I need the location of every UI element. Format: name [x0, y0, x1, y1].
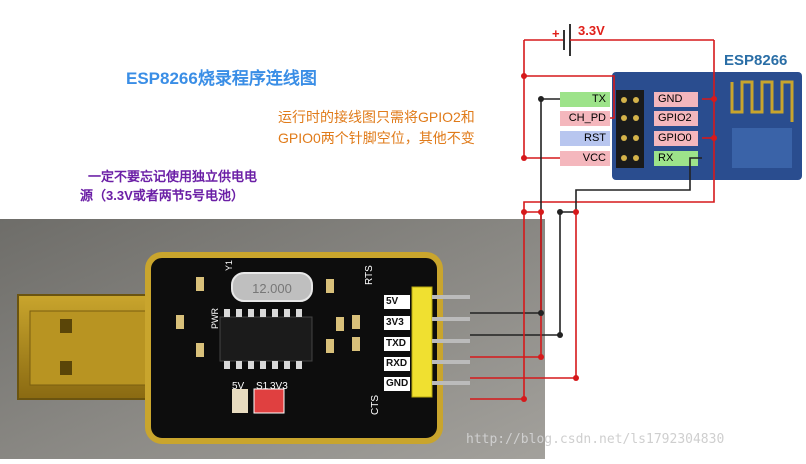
junction-dot: [573, 209, 579, 215]
esp-pin-gnd: GND: [654, 92, 698, 107]
esp8266-label: ESP8266: [724, 52, 788, 69]
junction-dot: [521, 73, 527, 79]
wire-adapter-gnd: [470, 212, 525, 400]
esp-pin-gpio0: GPIO0: [654, 131, 698, 146]
junction-dots: [521, 73, 717, 402]
power-note-line2: 源（3.3V或者两节5号电池）: [80, 188, 244, 203]
junction-dot: [538, 354, 544, 360]
usb-adapter-drawing: 12.000 5V S1 3V3 RTS CTS PWR Y1: [0, 219, 545, 459]
esp-pin-tx: TX: [560, 92, 610, 107]
junction-dot: [557, 209, 563, 215]
esp-pin-vcc: VCC: [560, 151, 610, 166]
wire-rx: [559, 157, 702, 333]
esp-pin-gpio2: GPIO2: [654, 111, 698, 126]
crystal-label: 12.000: [252, 281, 292, 296]
usb-adapter-photo: 12.000 5V S1 3V3 RTS CTS PWR Y1: [0, 219, 545, 459]
switch-label-3v3: 3V3: [270, 381, 288, 392]
junction-dot: [538, 96, 544, 102]
adapter-pin-5v: 5V: [384, 295, 410, 309]
adapter-pin-rxd: RXD: [384, 357, 410, 371]
switch-label-5v: 5V: [232, 381, 245, 392]
battery-voltage: 3.3V: [578, 23, 605, 38]
adapter-pin-txd: TXD: [384, 337, 410, 351]
power-note-line1: 一定不要忘记使用独立供电电: [88, 169, 258, 184]
silk-label-pwr: PWR: [210, 308, 220, 329]
wire-gnd-bus: [523, 99, 715, 213]
junction-dot: [521, 209, 527, 215]
adapter-pin-3v3: 3V3: [384, 316, 410, 330]
junction-dot: [521, 155, 527, 161]
wire-gnd-battery: [702, 40, 715, 100]
junction-dot: [538, 209, 544, 215]
diagram-title: ESP8266烧录程序连线图: [126, 69, 317, 88]
wire-ch-pd: [524, 75, 615, 119]
junction-dot: [538, 310, 544, 316]
esp8266-antenna: [616, 80, 794, 168]
silk-label-cts: CTS: [370, 395, 381, 415]
esp-pin-rx: RX: [654, 151, 698, 166]
crystal: [231, 272, 313, 302]
silk-label-y1: Y1: [224, 260, 234, 271]
esp-pin-rst: RST: [560, 131, 610, 146]
watermark: http://blog.csdn.net/ls1792304830: [466, 432, 725, 447]
runtime-note-line1: 运行时的接线图只需将GPIO2和: [278, 109, 475, 125]
switch-label-s1: S1: [256, 381, 269, 392]
junction-dot: [711, 96, 717, 102]
adapter-pin-gnd: GND: [384, 377, 410, 391]
battery-plus: +: [552, 26, 560, 41]
esp-pin-ch-pd: CH_PD: [560, 111, 610, 126]
wire-tx: [540, 98, 560, 313]
junction-dot: [573, 375, 579, 381]
esp8266-module: [612, 72, 802, 180]
junction-dot: [557, 332, 563, 338]
junction-dot: [711, 135, 717, 141]
runtime-note-line2: GPIO0两个针脚空位，其他不变: [278, 130, 475, 146]
junction-dot: [521, 396, 527, 402]
silk-label-rts: RTS: [364, 265, 375, 285]
